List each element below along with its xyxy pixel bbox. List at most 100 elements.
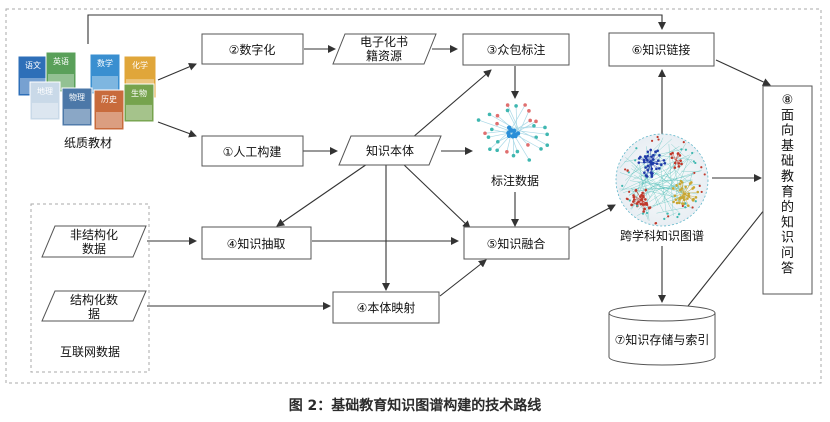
textbook-cover: 物理 bbox=[61, 87, 93, 127]
graph-node bbox=[663, 162, 667, 165]
graph-node bbox=[671, 187, 675, 190]
graph-node bbox=[675, 184, 678, 187]
graph-node bbox=[684, 202, 687, 205]
graph-node bbox=[686, 204, 690, 207]
cluster-edge bbox=[516, 128, 548, 146]
graph-edge bbox=[681, 182, 685, 195]
graph-node bbox=[680, 162, 683, 166]
graph-node bbox=[687, 192, 691, 196]
graph-node bbox=[657, 138, 660, 141]
ebook-label-line2: 籍资源 bbox=[366, 48, 402, 63]
cluster-node bbox=[496, 139, 500, 144]
cluster-node bbox=[505, 108, 510, 113]
cluster-node bbox=[528, 118, 532, 123]
graph-node bbox=[632, 198, 636, 201]
cross-graph-sphere bbox=[615, 133, 709, 227]
graph-node bbox=[637, 161, 641, 164]
cluster-node bbox=[505, 149, 509, 154]
arrow-link-to-qa bbox=[715, 59, 771, 86]
cluster-core-node bbox=[511, 128, 517, 133]
graph-node bbox=[694, 200, 697, 203]
graph-edge bbox=[670, 153, 677, 161]
cluster-node bbox=[487, 112, 492, 117]
graph-node bbox=[643, 171, 646, 175]
structured-label-line2: 据 bbox=[88, 307, 100, 321]
graph-edge bbox=[676, 185, 685, 195]
graph-node bbox=[642, 158, 646, 162]
graph-edge bbox=[673, 193, 685, 203]
textbook-title: 英语 bbox=[53, 56, 69, 66]
graph-node bbox=[626, 169, 629, 172]
graph-edge bbox=[630, 171, 674, 190]
graph-edge bbox=[653, 159, 693, 207]
graph-edge bbox=[633, 195, 643, 201]
manual-build-label: ①人工构建 bbox=[223, 144, 282, 159]
qa-char: 识 bbox=[781, 231, 794, 246]
graph-edge bbox=[671, 144, 693, 164]
textbook-collage: 语文英语数学化学地理物理历史生物 bbox=[17, 51, 157, 131]
cluster-node bbox=[511, 153, 516, 158]
qa-char: 向 bbox=[781, 123, 794, 139]
textbook-title: 地理 bbox=[37, 86, 53, 96]
graph-node bbox=[673, 161, 677, 165]
cluster-node bbox=[495, 113, 500, 118]
graph-node bbox=[691, 151, 694, 155]
cross-graph-label: 跨学科知识图谱 bbox=[620, 228, 704, 243]
graph-node bbox=[696, 190, 700, 194]
graph-node bbox=[643, 155, 647, 158]
graph-node bbox=[644, 198, 647, 201]
graph-edge bbox=[619, 172, 685, 195]
graph-node bbox=[654, 222, 657, 225]
graph-node bbox=[678, 201, 681, 205]
textbook-title: 数学 bbox=[97, 58, 113, 68]
graph-node bbox=[660, 163, 663, 167]
qa-char: 答 bbox=[781, 260, 794, 276]
unstructured-label-line2: 数据 bbox=[82, 241, 106, 256]
graph-edge bbox=[673, 188, 685, 195]
graph-node bbox=[676, 152, 680, 155]
qa-char: 的 bbox=[781, 199, 794, 215]
textbook-title: 生物 bbox=[131, 88, 147, 98]
graph-edge bbox=[650, 155, 660, 164]
graph-edge bbox=[619, 149, 636, 168]
cluster-edge bbox=[517, 110, 530, 135]
graph-node bbox=[654, 150, 657, 154]
graph-edge bbox=[629, 169, 702, 196]
graph-node bbox=[655, 162, 659, 165]
knowledge-link-label: ⑥知识链接 bbox=[632, 42, 691, 57]
graph-node bbox=[672, 200, 675, 204]
cluster-node bbox=[486, 135, 491, 139]
textbook-cover: 历史 bbox=[93, 89, 125, 131]
graph-edge bbox=[623, 184, 651, 193]
cluster-node bbox=[527, 109, 531, 113]
graph-node bbox=[663, 217, 666, 221]
textbook-title: 历史 bbox=[101, 94, 117, 104]
graph-edge bbox=[640, 158, 667, 185]
graph-edge bbox=[650, 160, 665, 164]
graph-node bbox=[658, 154, 661, 157]
graph-node bbox=[634, 189, 638, 192]
graph-node bbox=[693, 171, 696, 175]
textbook-title: 语文 bbox=[25, 60, 41, 70]
cluster-node bbox=[545, 132, 549, 137]
graph-node bbox=[636, 204, 639, 207]
arrow-mapping-to-fusion bbox=[439, 259, 487, 297]
graph-node bbox=[690, 181, 693, 184]
qa-char: 础 bbox=[781, 154, 794, 169]
graph-edge bbox=[659, 185, 673, 211]
knowledge-storage-label: ⑦知识存储与索引 bbox=[615, 332, 710, 347]
cluster-core-node bbox=[506, 130, 511, 136]
structured-data-node: 结构化数 据 bbox=[41, 290, 147, 322]
qa-char: 问 bbox=[781, 246, 794, 261]
arrow-ontology-to-extraction bbox=[276, 161, 371, 227]
cluster-node bbox=[539, 147, 543, 151]
graph-node bbox=[645, 211, 649, 215]
crowd-annotation-label: ③众包标注 bbox=[487, 42, 546, 57]
qa-char: ⑧ bbox=[782, 93, 794, 108]
graph-node bbox=[628, 190, 631, 193]
graph-node bbox=[632, 200, 635, 203]
graph-node bbox=[644, 188, 648, 192]
graph-edge bbox=[635, 190, 643, 201]
ontology-label: 知识本体 bbox=[366, 144, 414, 158]
